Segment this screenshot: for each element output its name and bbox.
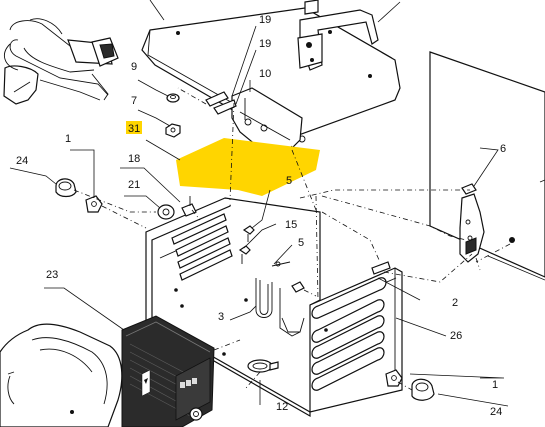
callout-24-right: 24 [490, 406, 502, 418]
callout-2: 2 [452, 297, 458, 309]
callout-15: 15 [285, 219, 297, 231]
cable-harness [3, 18, 119, 105]
callout-3: 3 [218, 311, 224, 323]
u-bolt-part-3 [255, 278, 301, 337]
fan-shroud [0, 323, 123, 427]
callout-31: 31 [128, 123, 140, 135]
carry-handle [297, 0, 379, 71]
bushing-left-24-1 [55, 178, 103, 213]
callout-31-highlight [126, 121, 142, 134]
callout-12: 12 [276, 401, 288, 413]
callout-24-left: 24 [16, 155, 28, 167]
callout-23: 23 [46, 269, 58, 281]
cable-clamp-12 [247, 359, 279, 373]
bushing-right-1-24 [385, 369, 435, 401]
callout-6: 6 [500, 143, 506, 155]
power-module-23 [121, 315, 215, 427]
callout-19-upper: 19 [259, 14, 271, 26]
side-panel [429, 51, 545, 278]
fasteners-9-7 [165, 93, 181, 138]
callout-19-lower: 19 [259, 38, 271, 50]
callout-21: 21 [128, 179, 140, 191]
callout-1-right: 1 [492, 379, 498, 391]
callout-5-upper: 5 [286, 175, 292, 187]
assembly-guide-lines [73, 87, 511, 391]
screws-5-15 [238, 225, 305, 293]
callout-18: 18 [128, 153, 140, 165]
callout-26: 26 [450, 330, 462, 342]
grommet-part-21 [157, 196, 197, 220]
highlighted-part-31 [176, 138, 320, 196]
main-chassis [145, 197, 403, 418]
callout-9: 9 [131, 61, 137, 73]
callout-labels: 19 19 10 9 7 31 1 18 24 21 5 6 15 5 23 3… [16, 14, 506, 418]
callout-1-left: 1 [65, 133, 71, 145]
callout-5-lower: 5 [298, 237, 304, 249]
callout-7: 7 [131, 95, 137, 107]
callout-10: 10 [259, 68, 271, 80]
leader-lines [7, 0, 545, 407]
